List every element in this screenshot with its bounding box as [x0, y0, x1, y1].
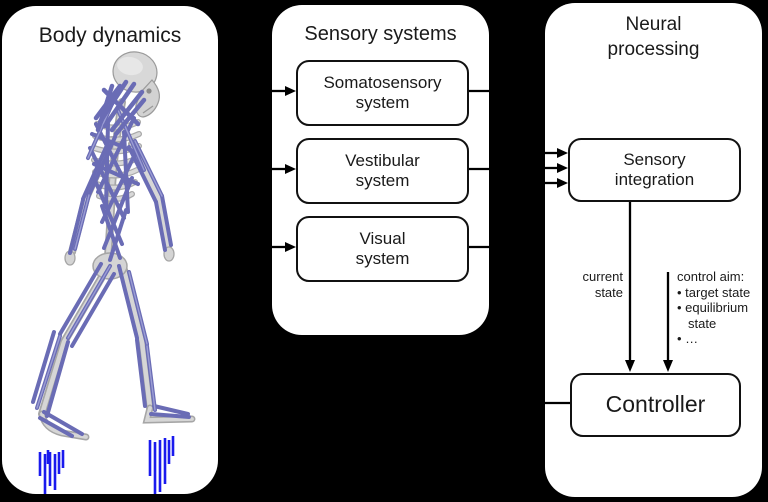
integration-input-arrowhead-2: [557, 163, 568, 173]
muscles: [31, 102, 191, 438]
visual-system-label: Visual system: [355, 228, 410, 268]
visual-system-box: Visual system: [296, 216, 469, 282]
pelvis-bone: [92, 252, 128, 280]
input-arrowhead-vestibular: [285, 164, 296, 174]
vestibular-system-label: Vestibular system: [345, 150, 420, 190]
neck-muscles: [93, 79, 147, 137]
sensory-integration-box: Sensory integration: [568, 138, 741, 202]
ribcage: [92, 120, 141, 201]
rear-hand: [64, 250, 76, 266]
feet-bones: [40, 406, 194, 439]
muscle-highlights: [36, 103, 163, 411]
skull: [112, 51, 160, 118]
jaw-line: [142, 105, 154, 114]
control-aim-arrowhead: [663, 360, 673, 372]
current-state-arrowhead: [625, 360, 635, 372]
ribcage-outline: [91, 119, 142, 202]
somatosensory-system-box: Somatosensory system: [296, 60, 469, 126]
eye-socket: [146, 88, 152, 94]
body-dynamics-title: Body dynamics: [38, 24, 182, 47]
front-hand: [163, 246, 175, 262]
neural-processing-panel: Neural processing Sensory integration cu…: [545, 3, 762, 497]
vestibular-system-box: Vestibular system: [296, 138, 469, 204]
bone-outlines: [38, 98, 172, 418]
bones: [39, 99, 171, 417]
body-dynamics-panel: Body dynamics: [2, 6, 218, 494]
input-arrowhead-somatosensory: [285, 86, 296, 96]
sensory-systems-panel: Sensory systems Somatosensory system Ves…: [272, 5, 489, 335]
integration-input-arrowhead-1: [557, 148, 568, 158]
feet-outline: [38, 404, 196, 441]
control-aim-item: • …: [677, 331, 699, 347]
control-aim-item: • target state: [677, 284, 751, 300]
controller-box: Controller: [570, 373, 741, 437]
input-arrowhead-visual: [285, 242, 296, 252]
integration-input-arrowhead-3: [557, 178, 568, 188]
control-aim-block: control aim: • target state • equilibriu…: [677, 269, 767, 347]
control-aim-label: control aim:: [677, 269, 745, 284]
current-state-label: current state: [582, 269, 623, 300]
neural-processing-title: Neural processing: [607, 14, 700, 60]
ground-reaction-force-vectors: [38, 436, 175, 494]
sensory-systems-title: Sensory systems: [304, 23, 457, 45]
somatosensory-system-label: Somatosensory system: [323, 72, 442, 112]
controller-label: Controller: [605, 391, 706, 418]
musculoskeletal-figure-illustration: [31, 51, 196, 494]
sensory-integration-label: Sensory integration: [614, 149, 695, 189]
control-aim-item: • equilibrium state: [677, 300, 749, 331]
